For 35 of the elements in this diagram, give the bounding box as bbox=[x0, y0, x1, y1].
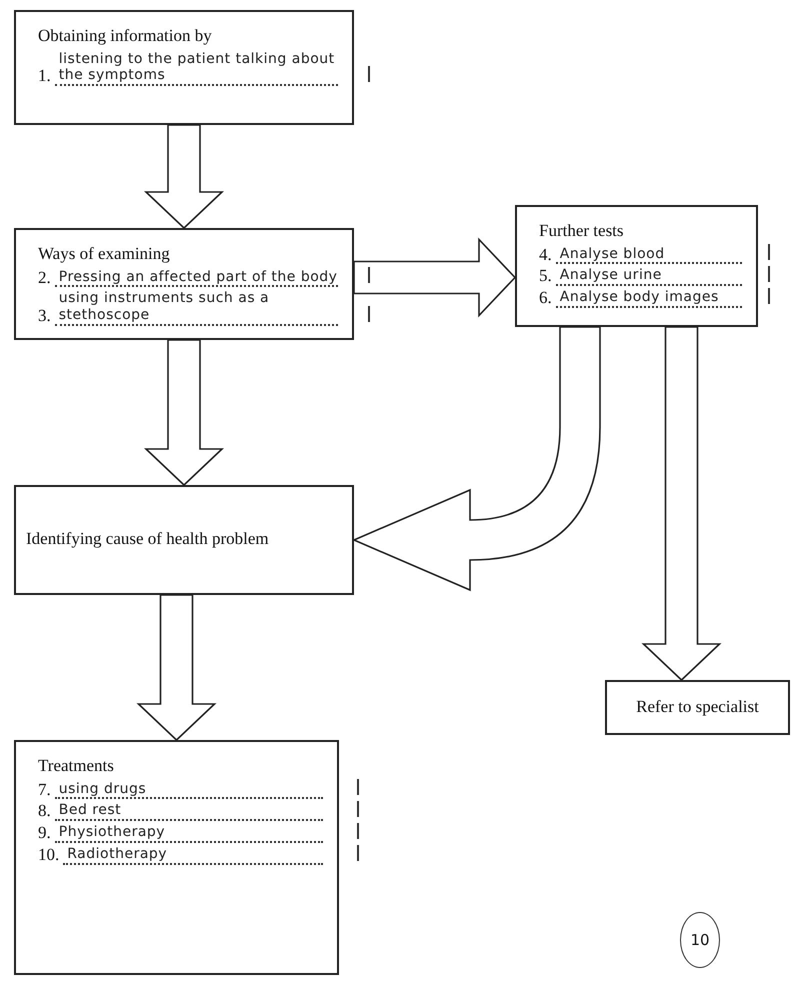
handwritten-answer: listening to the patient talking about the symptoms bbox=[54, 50, 338, 86]
process-box bbox=[605, 680, 790, 735]
item-number: 7. bbox=[38, 780, 51, 800]
block-arrow bbox=[353, 326, 601, 591]
handwritten-answer: Analyse blood bbox=[556, 246, 742, 264]
item-number: 5. bbox=[539, 267, 552, 286]
handwritten-answer: Radiotherapy bbox=[63, 846, 323, 865]
item-number: 1. bbox=[38, 67, 51, 86]
block-arrow bbox=[642, 326, 722, 682]
handwritten-answer: using drugs bbox=[54, 780, 323, 800]
handwritten-answer: Physiotherapy bbox=[54, 824, 323, 843]
box-heading: Refer to specialist bbox=[636, 696, 759, 716]
block-arrow bbox=[144, 339, 224, 486]
box-heading: Identifying cause of health problem bbox=[26, 529, 269, 549]
process-box bbox=[14, 485, 354, 595]
item-number: 4. bbox=[539, 246, 552, 264]
box-heading: Obtaining information by bbox=[38, 26, 213, 46]
block-arrow bbox=[136, 594, 216, 742]
block-arrow bbox=[353, 238, 516, 318]
handwritten-answer: Pressing an affected part of the body bbox=[54, 268, 338, 288]
handwritten-answer: Analyse body images bbox=[556, 289, 742, 308]
item-number: 9. bbox=[38, 824, 51, 843]
handwritten-answer: Analyse urine bbox=[556, 267, 742, 286]
item-number: 6. bbox=[539, 289, 552, 308]
block-arrow bbox=[144, 124, 224, 230]
item-number: 10. bbox=[38, 846, 60, 865]
item-number: 3. bbox=[38, 307, 51, 326]
handwritten-answer: using instruments such as a stethoscope bbox=[54, 290, 338, 326]
score-mark: 10 bbox=[680, 912, 720, 968]
item-number: 8. bbox=[38, 802, 51, 822]
item-number: 2. bbox=[38, 268, 51, 288]
handwritten-answer: Bed rest bbox=[54, 802, 323, 822]
box-heading: Ways of examining bbox=[38, 244, 171, 264]
box-heading: Treatments bbox=[38, 756, 115, 776]
box-heading: Further tests bbox=[539, 221, 625, 241]
